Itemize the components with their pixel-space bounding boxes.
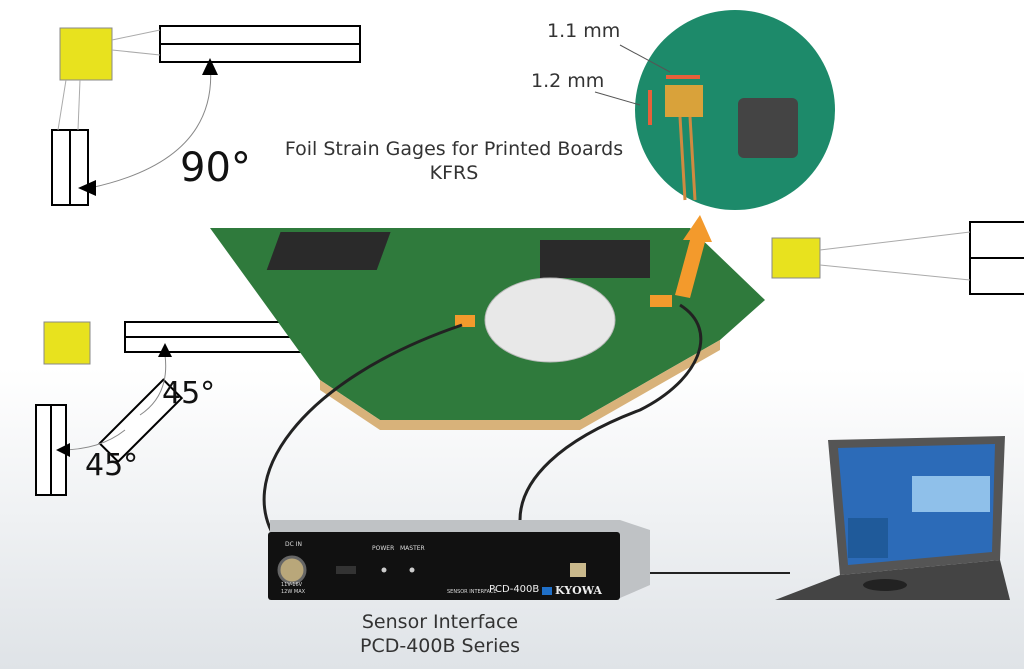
power-label: POWER [372, 545, 395, 552]
device-caption-line1: Sensor Interface [361, 611, 519, 633]
dimension-width-label: 1.1 mm [547, 20, 621, 42]
laptop [775, 436, 1010, 600]
angle-45-lower-label: 45° [85, 448, 139, 483]
voltage-label: 11V-16V [281, 582, 303, 588]
single-gage-diagram [771, 221, 1024, 295]
angle-90-label: 90° [180, 145, 251, 191]
cable-left [262, 323, 463, 546]
brand-logo: KYOWA [555, 584, 602, 597]
product-caption: Foil Strain Gages for Printed Boards KFR… [280, 137, 628, 185]
sensor-interface-device [268, 520, 650, 600]
angle-45-upper-label: 45° [162, 376, 216, 411]
product-title: Foil Strain Gages for Printed Boards [284, 138, 624, 160]
magnified-gage-view [594, 10, 835, 210]
printed-circuit-board [210, 215, 765, 430]
series-label: SENSOR INTERFACE [447, 589, 497, 595]
device-caption: Sensor Interface PCD-400B Series [340, 610, 540, 658]
dimension-height-label: 1.2 mm [531, 70, 605, 92]
model-label: PCD-400B [489, 584, 540, 595]
wattage-label: 12W MAX [281, 589, 306, 595]
device-caption-line2: PCD-400B Series [360, 635, 520, 657]
product-code: KFRS [429, 162, 479, 184]
dc-in-label: DC IN [285, 541, 302, 548]
rosette-90-diagram [51, 25, 361, 206]
master-label: MASTER [400, 545, 425, 552]
cable-right [518, 303, 703, 521]
